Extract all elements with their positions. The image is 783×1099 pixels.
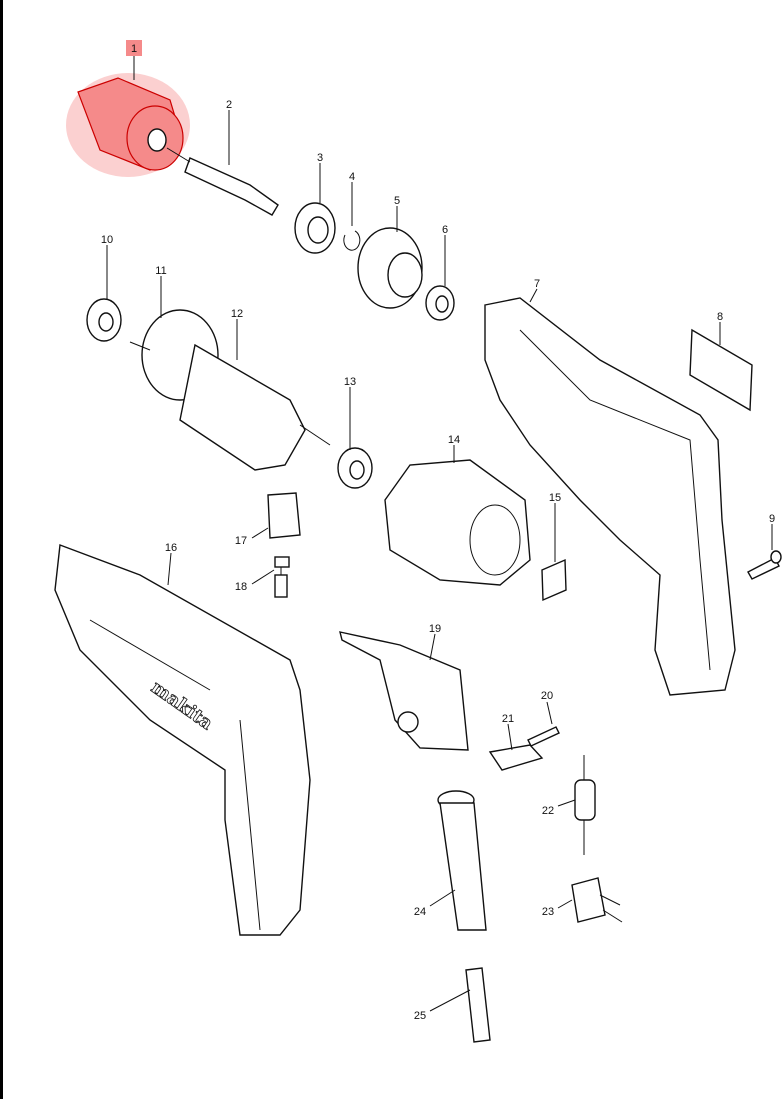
- part-label-3[interactable]: 3: [317, 152, 323, 164]
- part-label-18[interactable]: 18: [235, 581, 247, 593]
- part-5-gear[interactable]: [357, 206, 423, 309]
- part-label-17[interactable]: 17: [235, 535, 247, 547]
- part-label-19[interactable]: 19: [429, 623, 441, 635]
- part-label-20[interactable]: 20: [541, 690, 553, 702]
- part-label-13[interactable]: 13: [344, 376, 356, 388]
- part-label-15[interactable]: 15: [549, 492, 561, 504]
- part-20-screw[interactable]: [527, 701, 560, 747]
- part-9-screw[interactable]: [747, 524, 782, 580]
- part-label-4[interactable]: 4: [349, 171, 355, 183]
- part-16-housing[interactable]: makita: [54, 544, 311, 936]
- part-15-baffle[interactable]: [541, 503, 567, 602]
- part-label-2[interactable]: 2: [226, 99, 232, 111]
- part-label-14[interactable]: 14: [448, 434, 460, 446]
- part-1-chuck[interactable]: [66, 40, 190, 177]
- part-labels: 1 2 3 4 5 6 7 8 9 10 11 12 13 14 15 16 1…: [101, 43, 775, 1022]
- part-label-8[interactable]: 8: [717, 311, 723, 323]
- part-7-housing[interactable]: [484, 288, 736, 696]
- part-21-cord-clamp[interactable]: [488, 723, 544, 771]
- part-label-12[interactable]: 12: [231, 308, 243, 320]
- part-22-noise-suppressor[interactable]: [557, 755, 596, 855]
- part-17-brush-holder-cap[interactable]: [251, 492, 301, 539]
- part-25-cord[interactable]: [429, 967, 491, 1043]
- part-3-bearing[interactable]: [294, 163, 336, 254]
- part-4-retaining-ring[interactable]: [343, 182, 361, 251]
- part-label-6[interactable]: 6: [442, 224, 448, 236]
- part-label-24[interactable]: 24: [414, 906, 426, 918]
- part-8-nameplate[interactable]: [689, 322, 753, 412]
- part-label-9[interactable]: 9: [769, 513, 775, 525]
- part-2-spindle[interactable]: [166, 110, 279, 216]
- part-label-7[interactable]: 7: [534, 278, 540, 290]
- part-6-bearing[interactable]: [425, 235, 455, 321]
- part-label-5[interactable]: 5: [394, 195, 400, 207]
- part-label-16[interactable]: 16: [165, 542, 177, 554]
- part-14-field[interactable]: [384, 445, 531, 586]
- part-label-23[interactable]: 23: [542, 906, 554, 918]
- part-10-bearing[interactable]: [86, 245, 122, 342]
- part-label-22[interactable]: 22: [542, 805, 554, 817]
- part-label-10[interactable]: 10: [101, 234, 113, 246]
- part-24-strain-relief[interactable]: [429, 790, 487, 931]
- left-border: [0, 0, 3, 1099]
- part-label-25[interactable]: 25: [414, 1010, 426, 1022]
- part-23-capacitor[interactable]: [557, 877, 623, 923]
- part-label-11[interactable]: 11: [155, 265, 166, 277]
- part-13-bearing[interactable]: [337, 387, 373, 489]
- part-19-switch[interactable]: [339, 631, 469, 751]
- part-18-carbon-brush[interactable]: [251, 556, 290, 598]
- part-label-1[interactable]: 1: [131, 43, 137, 55]
- part-12-armature[interactable]: [179, 319, 331, 471]
- part-label-21[interactable]: 21: [502, 713, 514, 725]
